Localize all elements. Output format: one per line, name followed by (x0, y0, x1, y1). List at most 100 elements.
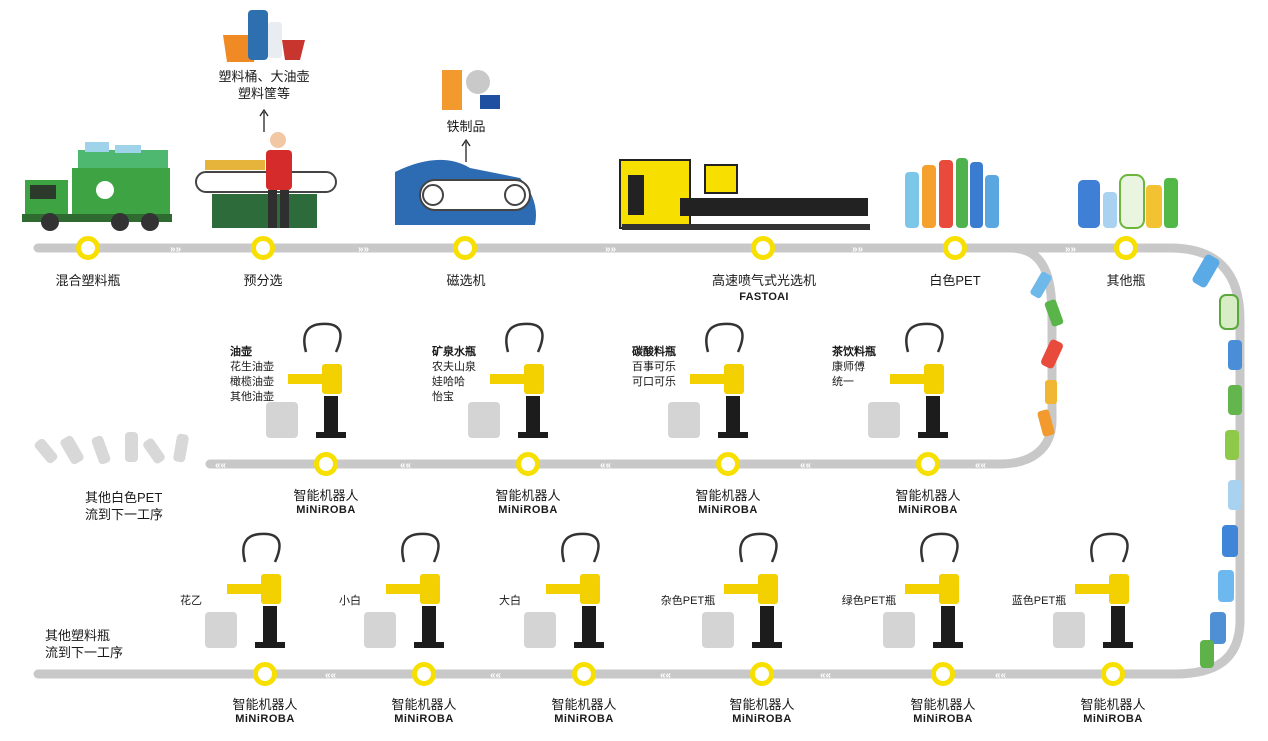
station-white-pet-label: 白色PET (929, 273, 981, 288)
robot-category-title: 油壶 (230, 346, 252, 358)
svg-text:»»: »» (170, 244, 182, 255)
sack-icon (205, 612, 237, 648)
station-magnetic-label: 磁选机 (446, 273, 486, 288)
robot-arm-icon (702, 532, 782, 648)
curve-bottles (1030, 254, 1242, 668)
svg-text:»»: »» (358, 244, 370, 255)
robot-arm-icon (364, 532, 444, 648)
svg-text:««: «« (215, 460, 227, 471)
node-robot-5 (931, 662, 955, 686)
svg-text:««: «« (800, 460, 812, 471)
top-track-right (33, 243, 1245, 679)
sack-icon (868, 402, 900, 438)
optical-sorter-icon (619, 159, 870, 230)
robot-category-title: 茶饮料瓶 (832, 346, 876, 358)
robot-caption-text: 智能机器人 (895, 488, 961, 503)
robot-category-item: 康师傅 (832, 361, 865, 373)
node-magnetic (453, 236, 477, 260)
svg-text:««: «« (600, 460, 612, 471)
robot-arm-icon (668, 322, 748, 438)
robot-category-label: 花乙 (180, 595, 202, 607)
minroba-logo: MiNiROBA (732, 713, 792, 725)
robot-category-item: 娃哈哈 (432, 376, 465, 388)
middle-nodes (314, 452, 940, 476)
node-robot-3 (572, 662, 596, 686)
robot-caption-text: 智能机器人 (1080, 697, 1146, 712)
svg-text:««: «« (995, 670, 1007, 681)
robot-category-label: 蓝色PET瓶 (1011, 595, 1067, 607)
node-mixed-bottles (76, 236, 100, 260)
robot-arm-icon (468, 322, 548, 438)
minroba-logo: MiNiROBA (394, 713, 454, 725)
station-mixed-bottles-label: 混合塑料瓶 (55, 273, 121, 288)
svg-text:»»: »» (605, 244, 617, 255)
truck-icon (22, 142, 172, 231)
robot-category-title: 矿泉水瓶 (432, 346, 476, 358)
node-presort (251, 236, 275, 260)
robot-caption-text: 智能机器人 (232, 697, 298, 712)
minroba-logo: MiNiROBA (1083, 713, 1143, 725)
robot-caption-text: 智能机器人 (551, 697, 617, 712)
svg-text:««: «« (400, 460, 412, 471)
robot-caption-text: 智能机器人 (293, 488, 359, 503)
robot-category-title: 碳酸料瓶 (632, 346, 676, 358)
svg-text:««: «« (660, 670, 672, 681)
robot-category-list: 油壶花生油壶橄榄油壶其他油壶 (230, 345, 274, 405)
node-robot-oil (314, 452, 338, 476)
node-white-pet (943, 236, 967, 260)
node-robot-4 (750, 662, 774, 686)
robot-category-list: 矿泉水瓶农夫山泉娃哈哈怡宝 (432, 345, 476, 405)
robot-category-list: 茶饮料瓶康师傅统一 (832, 345, 876, 390)
svg-text:««: «« (975, 460, 987, 471)
presort-output-label: 塑料桶、大油壶 塑料筐等 (218, 68, 309, 102)
node-robot-soda (716, 452, 740, 476)
minroba-logo: MiNiROBA (913, 713, 973, 725)
robot-category-item: 百事可乐 (632, 361, 676, 373)
robot-category-item: 可口可乐 (632, 376, 676, 388)
sack-icon (266, 402, 298, 438)
node-robot-tea (916, 452, 940, 476)
top-nodes (76, 236, 1138, 260)
robot-arm-icon (524, 532, 604, 648)
robot-arm-icon (1053, 532, 1133, 648)
node-robot-6 (1101, 662, 1125, 686)
node-other-bottles (1114, 236, 1138, 260)
sack-icon (364, 612, 396, 648)
bottom-exit-label: 其他塑料瓶 流到下一工序 (45, 627, 123, 661)
robot-caption-text: 智能机器人 (495, 488, 561, 503)
flow-chevrons: »»»»»» »»»» «««««« «««« «««««« «««« (170, 244, 1077, 681)
magnetic-separator-icon (395, 159, 536, 225)
robot-category-label: 小白 (339, 595, 361, 607)
sack-icon (668, 402, 700, 438)
station-presort-label: 预分选 (243, 273, 283, 288)
robot-category-item: 怡宝 (432, 391, 454, 403)
robot-category-item: 统一 (832, 376, 854, 388)
middle-exit-label: 其他白色PET 流到下一工序 (85, 489, 163, 523)
station-optical-name: 高速喷气式光选机 (711, 273, 817, 288)
fastoai-logo: FASTOAI (739, 291, 789, 303)
robot-category-item: 橄榄油壶 (230, 376, 274, 388)
robot-caption-text: 智能机器人 (729, 697, 795, 712)
node-robot-water (516, 452, 540, 476)
robot-arm-icon (205, 532, 285, 648)
robot-category-item: 花生油壶 (230, 361, 274, 373)
magnetic-output-label: 铁制品 (446, 119, 486, 134)
bottom-exit-line-1: 其他塑料瓶 (45, 628, 111, 643)
svg-text:««: «« (820, 670, 832, 681)
minroba-logo: MiNiROBA (296, 504, 356, 516)
middle-robots (266, 322, 948, 438)
minroba-logo: MiNiROBA (498, 504, 558, 516)
sack-icon (702, 612, 734, 648)
presort-output-line-1: 塑料桶、大油壶 (218, 69, 310, 84)
node-robot-2 (412, 662, 436, 686)
robot-category-label: 杂色PET瓶 (660, 595, 716, 607)
robot-category-label: 大白 (499, 595, 521, 607)
